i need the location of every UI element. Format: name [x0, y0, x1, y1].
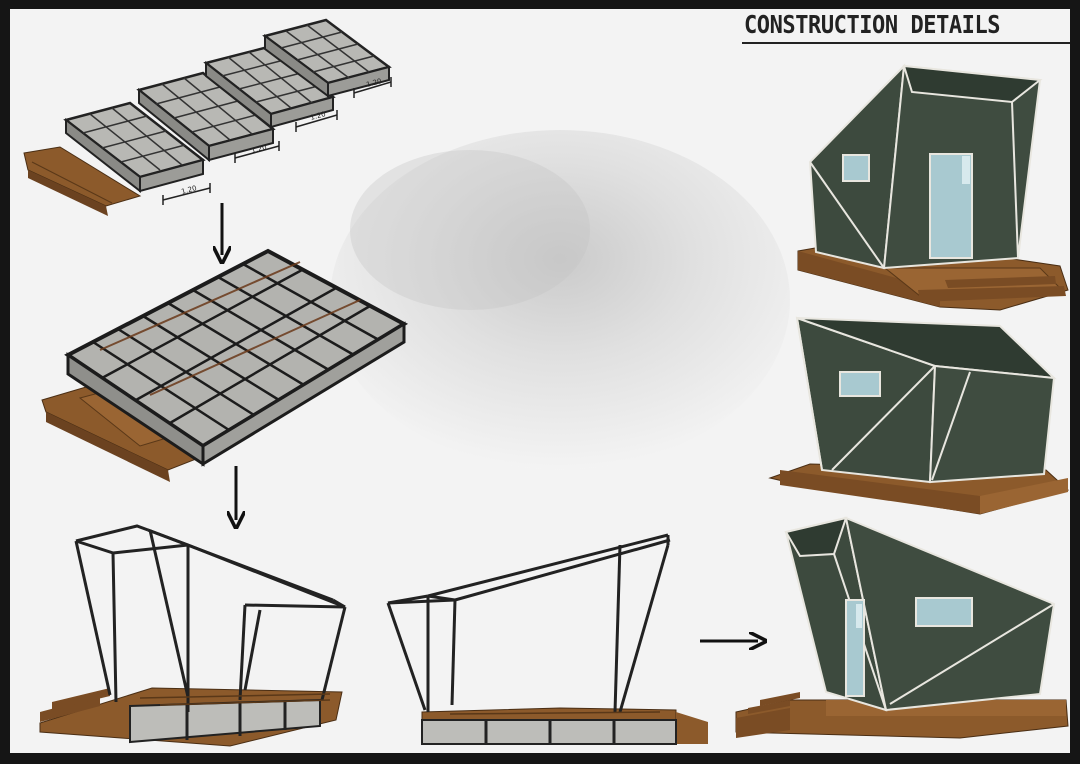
cabin-view-1 — [797, 63, 1069, 311]
dimension-label-1: 1.20 — [180, 184, 197, 196]
frame-structure-left — [39, 524, 347, 747]
wood-step-plank — [23, 146, 142, 216]
dimension-line-2 — [234, 141, 280, 163]
dimension-line-4 — [353, 77, 392, 98]
watercolor-wash-2 — [350, 150, 590, 310]
sheet-title: CONSTRUCTION DETAILS — [744, 10, 1001, 39]
frame-structure-middle — [386, 533, 708, 745]
frame-module-1 — [63, 101, 206, 194]
cabin-view-3 — [735, 516, 1069, 739]
assembled-base — [41, 248, 409, 482]
dimension-label-3: 1.20 — [309, 110, 326, 122]
frame-module-4 — [262, 18, 392, 98]
frame-module-2 — [136, 71, 276, 163]
watercolor-wash — [330, 130, 790, 470]
dimension-line-1 — [162, 183, 211, 205]
cabin-view-2 — [768, 316, 1070, 515]
dimension-label-2: 1.20 — [250, 143, 267, 155]
frame-module-3 — [203, 45, 336, 130]
dimension-line-3 — [295, 110, 338, 132]
dimension-label-4: 1.20 — [365, 77, 382, 89]
